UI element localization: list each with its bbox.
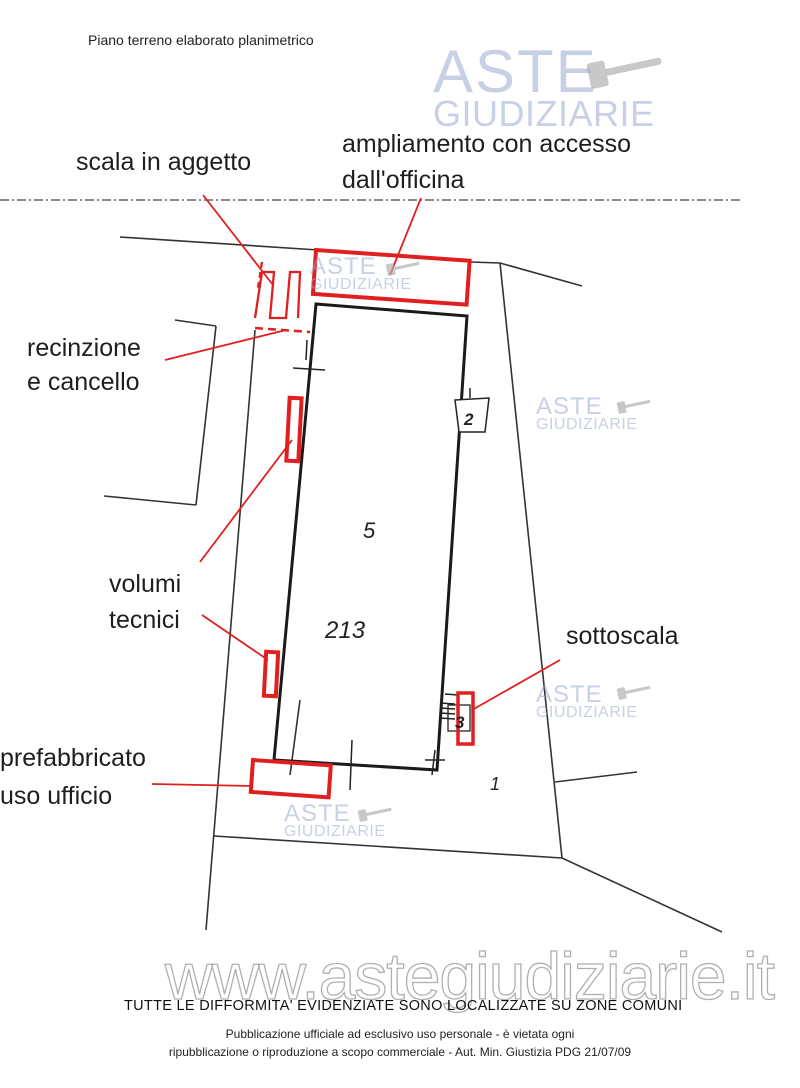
ampliamento-box xyxy=(310,247,472,307)
difformita-notice: TUTTE LE DIFFORMITA' EVIDENZIATE SONO LO… xyxy=(124,998,683,1014)
label-recinzione-line2: e cancello xyxy=(27,368,140,396)
prefabbricato-box xyxy=(248,757,333,800)
watermark-logo: ASTE GIUDIZIARIE xyxy=(310,253,412,293)
watermark-logo-top: ASTE GIUDIZIARIE xyxy=(433,42,655,132)
site-outline xyxy=(103,236,723,933)
label-volumi-line1: volumi xyxy=(109,570,182,598)
watermark-logo: ASTE GIUDIZIARIE xyxy=(536,393,638,433)
watermark-brand-top: ASTE xyxy=(433,38,598,105)
highlight-shapes xyxy=(248,247,475,800)
main-building-outline xyxy=(272,302,469,772)
site-watermark: www.astegiudiziarie.it xyxy=(164,938,775,1013)
label-sottoscala: sottoscala xyxy=(566,622,679,650)
leader-lines xyxy=(151,194,561,787)
label-scala-in-aggetto: scala in aggetto xyxy=(76,148,252,176)
plan-details xyxy=(292,339,471,791)
label-ampliamento-line2: dall'officina xyxy=(342,166,465,194)
watermark-logo: ASTE GIUDIZIARIE xyxy=(536,681,638,721)
unit-3-number: 3 xyxy=(455,713,465,732)
unit-1-number: 1 xyxy=(490,774,500,794)
unit-5-number: 5 xyxy=(363,518,376,543)
footer-line-2: ripubblicazione o riproduzione a scopo c… xyxy=(168,1045,632,1059)
volume-tecnico-upper xyxy=(284,395,304,464)
watermark-brand-bottom: GIUDIZIARIE xyxy=(433,93,655,134)
unit-2-number: 2 xyxy=(463,410,474,429)
label-prefabbricato-line1: prefabbricato xyxy=(0,744,146,772)
parcel-number: 213 xyxy=(324,617,366,644)
volume-tecnico-lower xyxy=(261,649,281,699)
label-ampliamento-line1: ampliamento con accesso xyxy=(342,130,632,158)
page-title: Piano terreno elaborato planimetrico xyxy=(88,32,314,48)
sottoscala-box xyxy=(456,691,475,746)
unit-2-box xyxy=(454,397,490,433)
label-volumi-line2: tecnici xyxy=(109,606,180,634)
label-recinzione-line1: recinzione xyxy=(27,334,141,362)
gavel-icon xyxy=(357,57,662,822)
label-prefabbricato-line2: uso ufficio xyxy=(0,782,113,810)
footer-line-1: Pubblicazione ufficiale ad esclusivo uso… xyxy=(225,1027,575,1041)
watermark-logo: ASTE GIUDIZIARIE xyxy=(284,800,386,840)
